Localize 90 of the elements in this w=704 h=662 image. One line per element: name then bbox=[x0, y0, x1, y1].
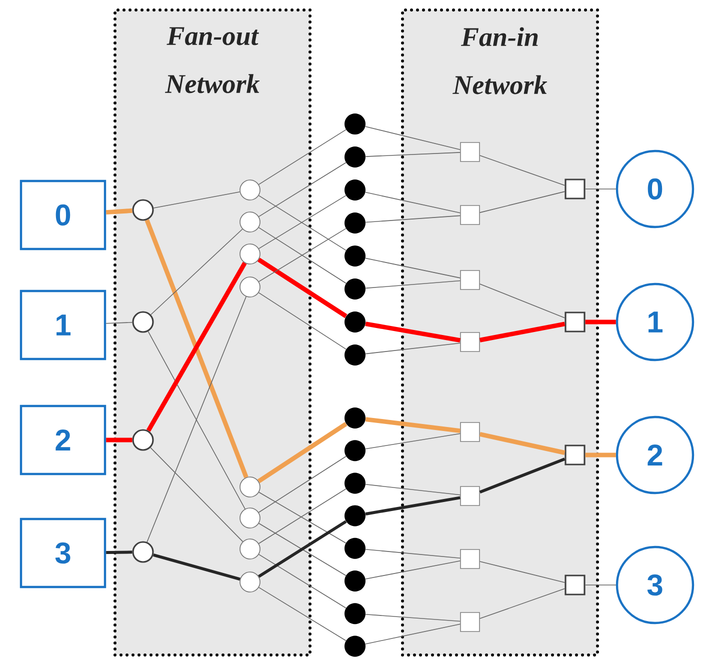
connector-line bbox=[258, 456, 346, 513]
highlighted-route bbox=[365, 496, 460, 516]
connector-line bbox=[480, 284, 566, 318]
connector-line bbox=[584, 188, 616, 190]
square-node bbox=[460, 549, 480, 569]
square-node bbox=[460, 332, 480, 352]
network-dot bbox=[344, 246, 366, 266]
connector-line bbox=[150, 447, 244, 542]
circle-node bbox=[240, 538, 260, 560]
network-dot bbox=[344, 636, 366, 657]
connector-line bbox=[365, 126, 460, 150]
connector-line bbox=[365, 258, 460, 278]
highlighted-route bbox=[365, 322, 460, 342]
square-node bbox=[460, 486, 480, 506]
connector-line bbox=[365, 192, 460, 214]
connector-line bbox=[153, 192, 240, 208]
network-dot bbox=[344, 440, 366, 462]
input-box: 2 bbox=[20, 404, 106, 476]
highlighted-route bbox=[257, 422, 348, 484]
highlighted-route bbox=[479, 432, 566, 455]
square-node bbox=[460, 205, 480, 225]
connector-line bbox=[258, 129, 346, 185]
circle-node bbox=[240, 508, 260, 528]
highlighted-route bbox=[144, 219, 248, 478]
highlighted-route bbox=[479, 322, 566, 342]
network-panel: Fan-in Network bbox=[401, 8, 599, 656]
network-dot bbox=[344, 180, 366, 200]
connector-line bbox=[480, 191, 566, 213]
highlighted-route bbox=[479, 458, 566, 494]
input-box: 0 bbox=[20, 180, 106, 250]
highlighted-route bbox=[106, 438, 132, 442]
connector-line bbox=[365, 433, 460, 450]
square-node bbox=[564, 444, 586, 466]
square-node bbox=[460, 142, 480, 162]
highlighted-route bbox=[106, 208, 132, 215]
network-dot bbox=[344, 278, 366, 300]
network-dot bbox=[344, 114, 366, 134]
connector-line bbox=[365, 560, 460, 580]
connector-line bbox=[480, 155, 566, 186]
square-node bbox=[460, 422, 480, 442]
connector-line bbox=[258, 554, 346, 608]
connector-line bbox=[258, 587, 346, 642]
connector-line bbox=[365, 152, 460, 157]
square-node bbox=[564, 178, 586, 200]
network-dot bbox=[344, 312, 366, 332]
circle-node bbox=[240, 212, 260, 232]
network-dot bbox=[344, 472, 366, 494]
connector-line bbox=[365, 215, 460, 223]
circle-node bbox=[240, 476, 260, 498]
network-panel: Fan-out Network bbox=[114, 8, 312, 656]
highlighted-route bbox=[585, 452, 616, 458]
connector-line bbox=[258, 162, 346, 217]
connector-line bbox=[258, 292, 346, 350]
connector-line bbox=[365, 614, 460, 622]
connector-line bbox=[146, 296, 247, 542]
connector-line bbox=[480, 588, 566, 619]
square-node bbox=[460, 612, 480, 632]
connector-line bbox=[365, 624, 460, 644]
network-dot bbox=[344, 408, 366, 428]
network-dot bbox=[344, 146, 366, 168]
network-dot bbox=[344, 212, 366, 234]
network-dot bbox=[344, 344, 366, 366]
highlighted-route bbox=[585, 320, 616, 324]
connector-line bbox=[365, 280, 460, 289]
square-node bbox=[564, 574, 586, 596]
connector-line bbox=[584, 584, 616, 586]
connector-line bbox=[148, 331, 246, 510]
connector-line bbox=[150, 228, 243, 316]
connector-line bbox=[365, 549, 460, 558]
connector-line bbox=[106, 322, 133, 324]
highlighted-route bbox=[146, 262, 247, 432]
highlighted-route bbox=[365, 417, 460, 434]
connector-line bbox=[480, 561, 566, 583]
square-node bbox=[460, 270, 480, 290]
circle-node bbox=[240, 276, 260, 298]
highlighted-route bbox=[106, 550, 132, 554]
input-box: 3 bbox=[20, 518, 106, 588]
highlighted-route bbox=[153, 553, 240, 581]
input-box: 1 bbox=[20, 290, 106, 360]
network-dot bbox=[344, 505, 366, 526]
square-node bbox=[564, 312, 586, 332]
highlighted-route bbox=[258, 258, 348, 318]
connector-line bbox=[365, 342, 460, 354]
circle-node bbox=[240, 244, 260, 264]
circle-node bbox=[240, 180, 260, 200]
network-dot bbox=[344, 603, 366, 624]
network-dot bbox=[344, 570, 366, 592]
connector-line bbox=[365, 484, 460, 496]
circle-node bbox=[240, 572, 260, 592]
network-dot bbox=[344, 538, 366, 559]
